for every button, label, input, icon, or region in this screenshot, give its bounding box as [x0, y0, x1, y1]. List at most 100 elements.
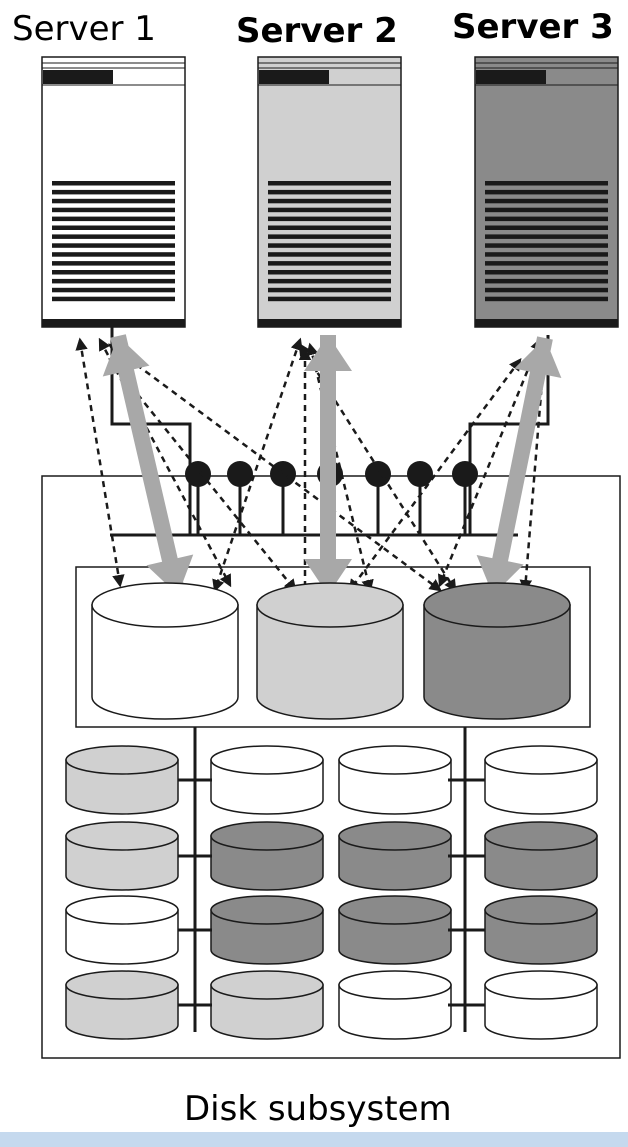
server-vent-slot	[52, 198, 175, 204]
server-vent-slot	[485, 198, 608, 204]
disk-top	[65, 745, 179, 775]
shared-disk-3	[423, 582, 571, 720]
disk-top	[65, 895, 179, 925]
disk-top	[210, 745, 324, 775]
disk-top	[210, 821, 324, 851]
disk-top	[210, 970, 324, 1000]
server-vent-slot	[268, 252, 391, 257]
disk-top	[65, 821, 179, 851]
disk-top	[338, 895, 452, 925]
shared-disks	[91, 582, 571, 720]
disk-subsystem-label: Disk subsystem	[184, 1089, 452, 1129]
server-vent-slot	[52, 181, 175, 186]
disk-side	[423, 604, 571, 720]
server-vent-slot	[268, 216, 391, 222]
disk-side	[484, 835, 598, 891]
array-disk	[210, 895, 324, 965]
server-vent-slot	[268, 270, 391, 275]
server-vent-slot	[52, 189, 175, 195]
server-vent-slot	[268, 207, 391, 213]
server-vent-slot	[268, 189, 391, 195]
bus-port	[407, 461, 433, 487]
disk-side	[484, 759, 598, 815]
server-2-flow-head	[304, 559, 352, 595]
server-vent-slot	[268, 234, 391, 239]
server-vent-slot	[268, 181, 391, 186]
server-display	[476, 70, 546, 84]
server-3-flow-shaft	[485, 336, 553, 597]
array-disk	[210, 745, 324, 815]
array-disk	[65, 821, 179, 891]
server-display	[259, 70, 329, 84]
server-vent-slot	[52, 207, 175, 213]
data-flow-arrows	[102, 334, 562, 597]
server-vent-slot	[268, 278, 391, 284]
disk-side	[65, 909, 179, 965]
disk-side	[210, 759, 324, 815]
disk-top	[484, 821, 598, 851]
disk-side	[210, 984, 324, 1040]
disk-side	[338, 759, 452, 815]
server-3-flow-head	[514, 338, 562, 379]
server-vent-slot	[485, 216, 608, 222]
server-2-flow-head	[304, 335, 352, 371]
server-vent-slot	[52, 252, 175, 257]
server-vent-slot	[485, 207, 608, 213]
shared-disk-2	[256, 582, 404, 720]
server-display	[43, 70, 113, 84]
disk-side	[338, 835, 452, 891]
server-vent-slot	[52, 216, 175, 222]
disk-top	[423, 582, 571, 628]
server-vent-slot	[485, 252, 608, 257]
array-disk	[210, 970, 324, 1040]
server-vent-slot	[52, 278, 175, 284]
server-1	[41, 56, 186, 328]
disk-side	[65, 759, 179, 815]
array-disk	[484, 745, 598, 815]
server-vent-slot	[485, 270, 608, 275]
bus-port	[452, 461, 478, 487]
disk-top	[338, 821, 452, 851]
server-vent-slot	[485, 181, 608, 186]
bottom-bar	[0, 1132, 628, 1147]
disk-top	[484, 895, 598, 925]
array-disk	[65, 745, 179, 815]
bus-port	[227, 461, 253, 487]
disk-side	[210, 835, 324, 891]
server-vent-slot	[52, 296, 175, 302]
disk-side	[338, 984, 452, 1040]
disk-side	[91, 604, 239, 720]
server-1-flow-shaft	[110, 334, 186, 597]
server-vent-slot	[485, 287, 608, 293]
disk-top	[91, 582, 239, 628]
server-vent-slot	[268, 243, 391, 248]
server-vent-slot	[485, 296, 608, 302]
server-vent-slot	[52, 243, 175, 248]
disk-top	[256, 582, 404, 628]
server-3-flow-head	[476, 554, 524, 595]
server-vent-slot	[52, 270, 175, 275]
array-disk	[484, 821, 598, 891]
server-vent-slot	[485, 243, 608, 248]
array-disk	[338, 970, 452, 1040]
server-3-label: Server 3	[452, 7, 614, 47]
server-1-label: Server 1	[12, 9, 156, 49]
server-vent-slot	[52, 261, 175, 266]
disk-side	[65, 835, 179, 891]
server-2-label: Server 2	[236, 11, 398, 51]
server-vent-slot	[52, 234, 175, 239]
array-disk	[210, 821, 324, 891]
disk-top	[338, 970, 452, 1000]
disk-side	[338, 909, 452, 965]
server-2	[257, 56, 402, 328]
bus-port	[270, 461, 296, 487]
server-vent-slot	[485, 278, 608, 284]
disk-top	[484, 970, 598, 1000]
server-vent-slot	[268, 225, 391, 230]
disk-top	[484, 745, 598, 775]
disk-side	[65, 984, 179, 1040]
array-disk	[65, 895, 179, 965]
array-disk	[338, 745, 452, 815]
server-3	[474, 56, 619, 328]
